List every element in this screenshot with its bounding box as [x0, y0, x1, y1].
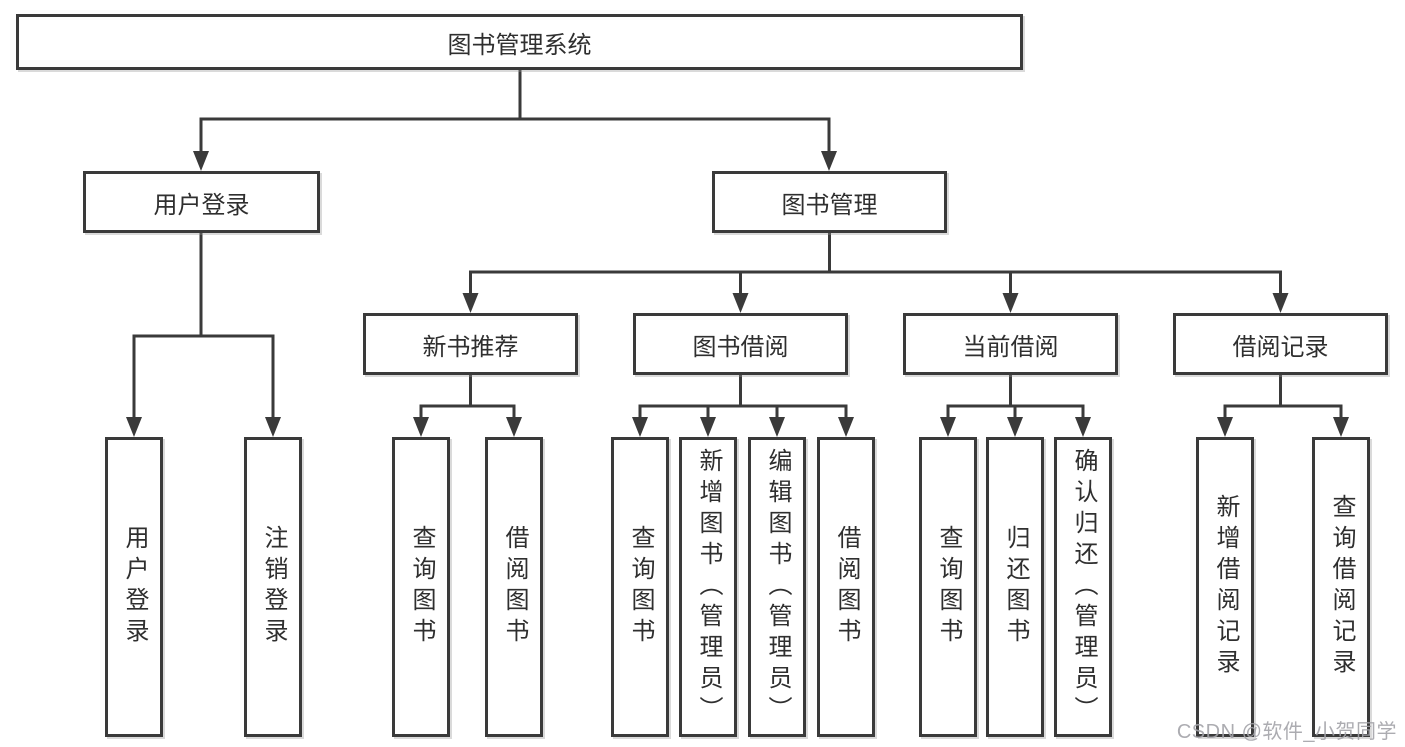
- node-current-borrow: 当前借阅: [903, 313, 1118, 375]
- leaf-borrow-borrow-book: 借阅图书: [817, 437, 875, 737]
- leaf-current-confirm-return-admin: 确认归还（管理员）: [1054, 437, 1112, 737]
- leaf-current-query-book: 查询图书: [919, 437, 977, 737]
- edge-book-borrow: [638, 375, 848, 420]
- node-label: 确认归还（管理员）: [1070, 447, 1097, 727]
- leaf-logout: 注销登录: [244, 437, 302, 737]
- leaf-user-login: 用户登录: [105, 437, 163, 737]
- node-label: 查询图书: [627, 525, 654, 649]
- leaf-borrow-edit-book-admin: 编辑图书（管理员）: [748, 437, 806, 737]
- node-label: 用户登录: [121, 525, 148, 649]
- leaf-records-add-borrow-record: 新增借阅记录: [1196, 437, 1254, 737]
- leaf-newbook-query-book: 查询图书: [392, 437, 450, 737]
- node-label: 新增图书（管理员）: [695, 447, 722, 727]
- edge-new-book: [419, 375, 516, 420]
- node-label: 查询图书: [935, 525, 962, 649]
- node-label: 用户登录: [153, 191, 250, 219]
- leaf-records-query-borrow-record: 查询借阅记录: [1312, 437, 1370, 737]
- node-label: 查询图书: [408, 525, 435, 649]
- edge-user-login: [132, 233, 275, 420]
- node-label: 图书管理: [781, 191, 878, 219]
- node-book-borrow: 图书借阅: [633, 313, 848, 375]
- node-label: 图书管理系统: [447, 31, 592, 59]
- edge-borrow-records: [1223, 375, 1343, 420]
- node-label: 借阅图书: [501, 525, 528, 649]
- arrowheads: [126, 151, 1349, 437]
- edge-root: [199, 70, 831, 154]
- node-label: 归还图书: [1002, 525, 1029, 649]
- node-label: 图书借阅: [692, 333, 789, 361]
- node-label: 新书推荐: [422, 333, 519, 361]
- leaf-borrow-add-book-admin: 新增图书（管理员）: [679, 437, 737, 737]
- node-book-management: 图书管理: [712, 171, 947, 233]
- edge-book-management: [469, 233, 1282, 296]
- node-library-management-system: 图书管理系统: [16, 14, 1023, 70]
- node-label: 查询借阅记录: [1328, 494, 1355, 680]
- leaf-borrow-query-book: 查询图书: [611, 437, 669, 737]
- node-borrow-records: 借阅记录: [1173, 313, 1388, 375]
- node-new-book-recommend: 新书推荐: [363, 313, 578, 375]
- leaf-current-return-book: 归还图书: [986, 437, 1044, 737]
- node-label: 借阅图书: [833, 525, 860, 649]
- watermark: CSDN @软件_小贺同学: [1176, 721, 1397, 743]
- edge-current-borrow: [946, 375, 1085, 420]
- leaf-newbook-borrow-book: 借阅图书: [485, 437, 543, 737]
- node-label: 编辑图书（管理员）: [764, 447, 791, 727]
- node-label: 当前借阅: [962, 333, 1059, 361]
- node-label: 新增借阅记录: [1212, 494, 1239, 680]
- node-user-login: 用户登录: [83, 171, 320, 233]
- node-label: 借阅记录: [1232, 333, 1329, 361]
- node-label: 注销登录: [260, 525, 287, 649]
